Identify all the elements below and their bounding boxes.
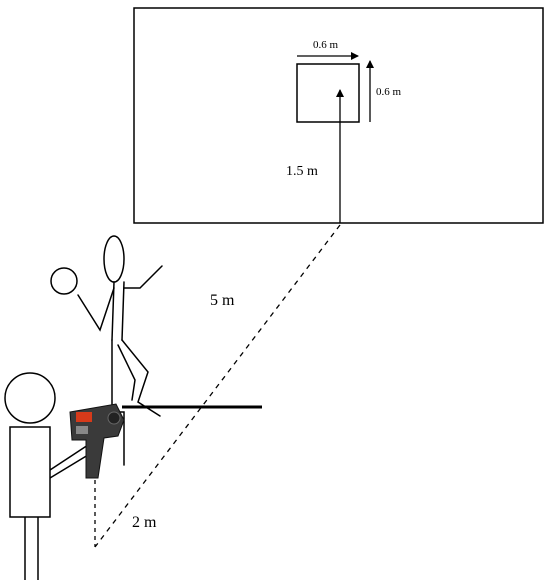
thrower-head [103,235,125,283]
wall-frame [133,7,544,224]
throw-distance-label: 5 m [210,292,235,309]
radar-gun-lens [107,411,121,425]
thrower-figure [77,235,163,466]
target-square [296,63,360,123]
target-height-label: 0.6 m [376,86,402,98]
target-width-label: 0.6 m [313,39,339,51]
observer-figure [4,372,89,580]
gun-offset-label: 2 m [132,514,157,531]
target-elevation-label: 1.5 m [286,164,318,179]
throw-distance-line [94,224,341,548]
radar-gun [69,403,125,479]
ball [50,267,78,295]
radar-gun-keypad [76,426,88,434]
observer-head [4,372,56,424]
radar-gun-display [76,412,92,422]
observer-torso [9,426,51,518]
